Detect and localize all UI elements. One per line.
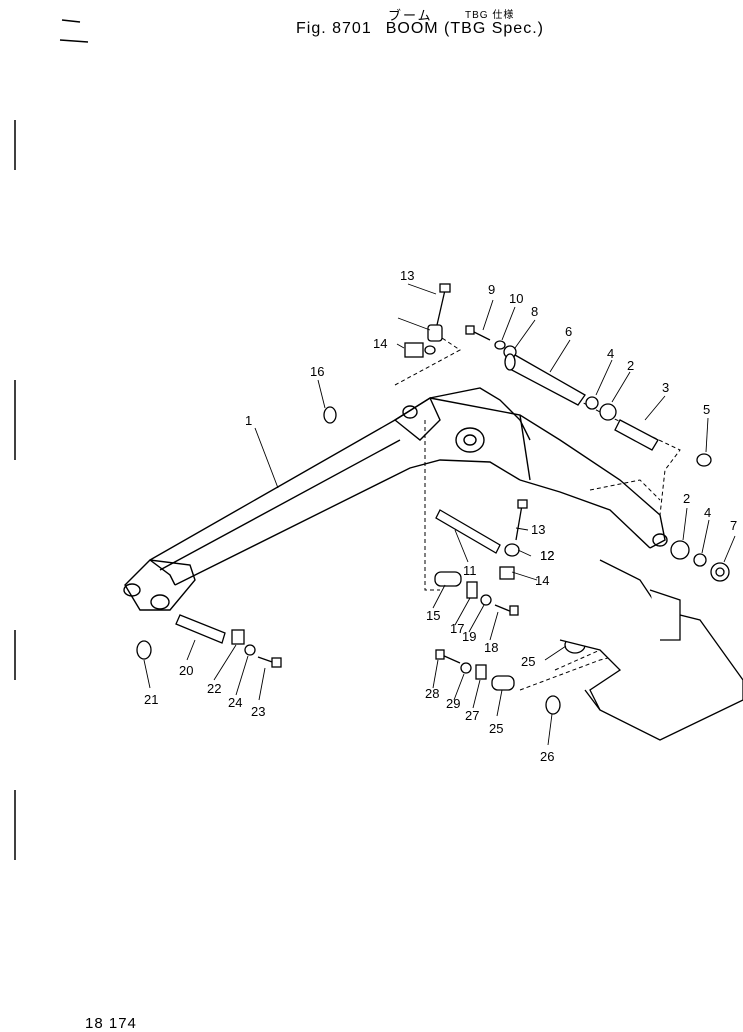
callout-12-lower: 12	[540, 548, 554, 563]
callout-3: 3	[662, 380, 669, 395]
callout-13-lower: 13	[531, 522, 545, 537]
parts-upper	[323, 283, 730, 582]
callout-21: 21	[144, 692, 158, 707]
callout-leaders	[143, 283, 736, 746]
callout-22: 22	[207, 681, 221, 696]
callout-25-lower: 25	[489, 721, 503, 736]
callout-28: 28	[425, 686, 439, 701]
callout-27: 27	[465, 708, 479, 723]
scan-margin-marks	[14, 19, 89, 860]
callout-13: 13	[400, 268, 414, 283]
callout-4-lower: 4	[704, 505, 711, 520]
callout-24: 24	[228, 695, 242, 710]
callout-29: 29	[446, 696, 460, 711]
figure-title: Fig. 8701 BOOM (TBG Spec.)	[296, 20, 558, 38]
callout-12: 12	[540, 548, 554, 563]
japanese-title: ブーム	[388, 8, 433, 23]
callout-7: 7	[730, 518, 737, 533]
callout-18: 18	[484, 640, 498, 655]
callout-23: 23	[251, 704, 265, 719]
callout-9: 9	[488, 282, 495, 297]
page-code: 18 174	[85, 1015, 137, 1032]
figure-number: Fig. 8701	[296, 20, 372, 37]
parts-lower	[136, 614, 561, 715]
callout-16: 16	[310, 364, 324, 379]
callout-14: 14	[373, 336, 387, 351]
callout-8: 8	[531, 304, 538, 319]
figure-header: ブーム TBG 仕様 Fig. 8701 BOOM (TBG Spec.)	[0, 0, 743, 60]
parts-middle	[434, 499, 743, 741]
boom-body	[123, 387, 668, 611]
figure-caption: BOOM (TBG Spec.)	[385, 20, 544, 37]
callout-6: 6	[565, 324, 572, 339]
callout-11: 11	[463, 563, 477, 578]
callout-17: 17	[450, 621, 464, 636]
callout-15: 15	[426, 608, 440, 623]
callout-19: 19	[462, 629, 476, 644]
callout-numbers: 1 2 3 4 5 6 7 8 9 10 11 12 13 14 15 16 1…	[144, 268, 737, 764]
callout-20: 20	[179, 663, 193, 678]
spec-label: TBG 仕様	[465, 10, 515, 21]
callout-26: 26	[540, 749, 554, 764]
callout-14-lower: 14	[535, 573, 549, 588]
callout-4: 4	[607, 346, 614, 361]
callout-25-upper: 25	[521, 654, 535, 669]
callout-2-lower: 2	[683, 491, 690, 506]
callout-10: 10	[509, 291, 523, 306]
callout-5: 5	[703, 402, 710, 417]
callout-1: 1	[245, 413, 252, 428]
callout-2: 2	[627, 358, 634, 373]
